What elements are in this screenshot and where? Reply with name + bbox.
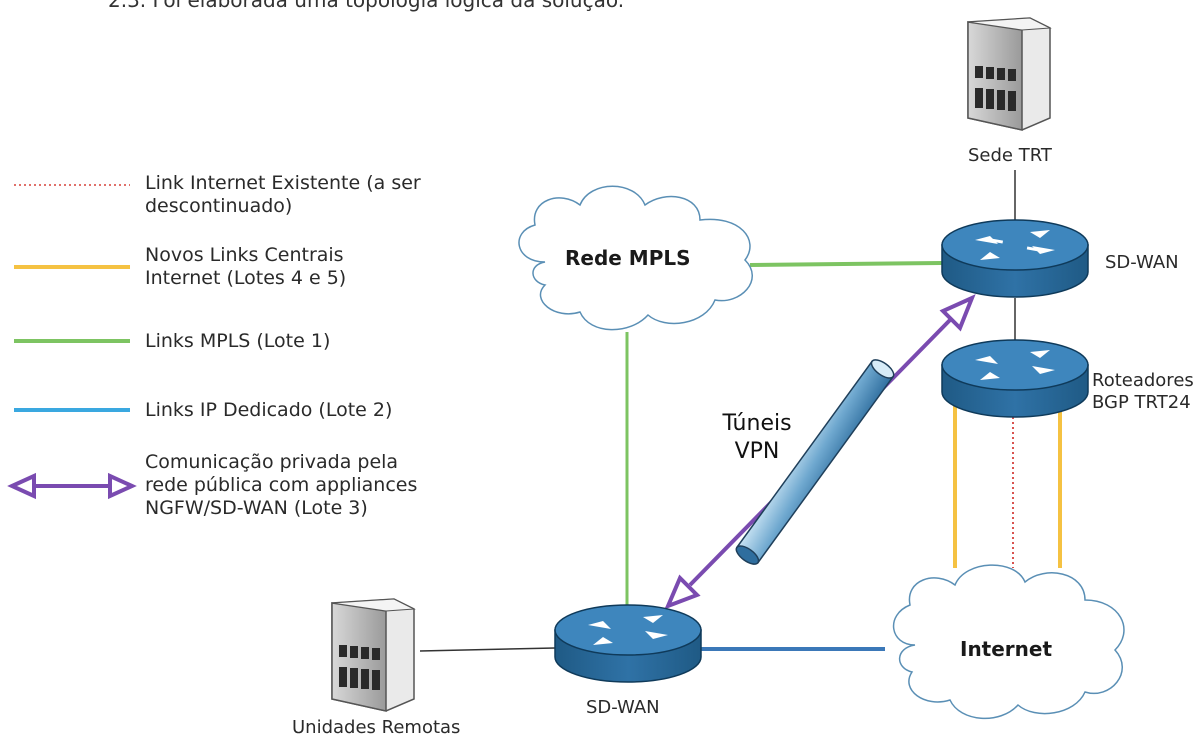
link-unidades-sdwan — [419, 647, 556, 652]
legend-label: Internet (Lotes 4 e 5) — [145, 267, 347, 289]
legend-item-ip-dedicated: Links IP Dedicado (Lote 2) — [145, 399, 392, 422]
internet-cloud — [893, 564, 1125, 719]
sdwan-top-label: SD-WAN — [1105, 252, 1179, 273]
caption-text: 2.3. Foi elaborada uma topologia lógica … — [108, 0, 625, 12]
legend-item-private-communication: Comunicação privada pela rede pública co… — [145, 451, 417, 520]
legend-label: Comunicação privada pela — [145, 451, 399, 473]
unidades-building-icon — [331, 598, 416, 712]
sede-label: Sede TRT — [968, 145, 1052, 166]
sdwan-bottom-label: SD-WAN — [586, 697, 660, 718]
vpn-tunnel-label-line2: VPN — [734, 439, 780, 464]
legend-label: Link Internet Existente (a ser — [145, 172, 421, 194]
legend-label: descontinuado) — [145, 195, 293, 217]
legend-label: NGFW/SD-WAN (Lote 3) — [145, 497, 368, 519]
legend-item-central-internet: Novos Links Centrais Internet (Lotes 4 e… — [145, 244, 346, 290]
legend-label: Novos Links Centrais — [145, 244, 344, 266]
unidades-label: Unidades Remotas — [292, 717, 461, 738]
legend-item-existing-internet: Link Internet Existente (a ser descontin… — [145, 172, 421, 218]
vpn-tunnel-label: Túneis VPN — [702, 410, 812, 466]
bgp-router-label-line1: Roteadores — [1092, 370, 1194, 391]
bgp-router — [941, 339, 1089, 418]
mpls-cloud — [518, 185, 753, 331]
legend-label: Links MPLS (Lote 1) — [145, 330, 331, 352]
legend-arrow-private-communication — [7, 472, 137, 500]
mpls-cloud-label: Rede MPLS — [565, 246, 691, 270]
vpn-tunnel-label-line1: Túneis — [722, 411, 792, 436]
vpn-tunnel-tube — [735, 359, 895, 565]
sdwan-router-bottom — [554, 604, 702, 683]
legend-label: rede pública com appliances — [145, 474, 418, 496]
legend-item-mpls: Links MPLS (Lote 1) — [145, 330, 330, 353]
internet-cloud-label: Internet — [960, 637, 1053, 661]
bgp-router-label: Roteadores BGP TRT24 — [1092, 370, 1194, 414]
legend-label: Links IP Dedicado (Lote 2) — [145, 399, 393, 421]
bgp-router-label-line2: BGP TRT24 — [1092, 392, 1191, 413]
sdwan-router-top — [941, 219, 1089, 298]
sede-building-icon — [967, 17, 1052, 131]
link-mpls-sdwan-top — [749, 261, 943, 267]
